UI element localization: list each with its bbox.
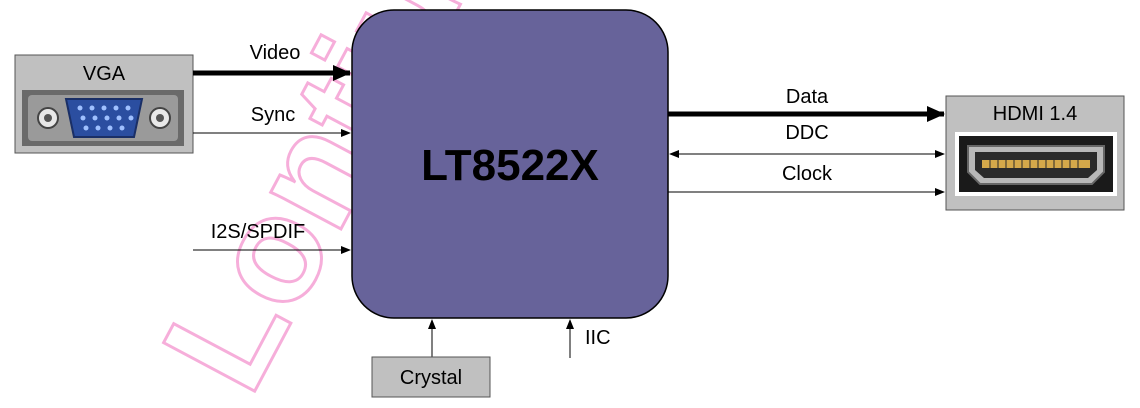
hdmi-connector-icon — [955, 132, 1117, 196]
hdmi-box: HDMI 1.4 — [945, 95, 1125, 211]
ddc-signal: DDC — [669, 122, 945, 158]
video-signal: Video — [193, 42, 351, 81]
video-label: Video — [250, 42, 301, 64]
data-signal: Data — [668, 86, 945, 122]
vga-box: VGA — [14, 54, 194, 154]
data-label: Data — [786, 86, 829, 108]
i2s-signal: I2S/SPDIF — [193, 221, 351, 254]
sync-label: Sync — [251, 104, 295, 126]
i2s-label: I2S/SPDIF — [211, 221, 305, 243]
crystal-label: Crystal — [400, 367, 462, 389]
vga-label: VGA — [83, 63, 126, 85]
iic-signal: IIC — [566, 319, 611, 358]
sync-signal: Sync — [193, 104, 351, 137]
chip-label: LT8522X — [421, 141, 599, 190]
iic-label: IIC — [585, 327, 611, 349]
chip-block: LT8522X — [351, 9, 669, 319]
clock-signal: Clock — [668, 163, 945, 196]
clock-label: Clock — [782, 163, 833, 185]
vga-connector-icon — [22, 90, 184, 146]
crystal-block: Crystal — [371, 319, 491, 398]
hdmi-label: HDMI 1.4 — [993, 103, 1077, 125]
ddc-label: DDC — [785, 122, 828, 144]
